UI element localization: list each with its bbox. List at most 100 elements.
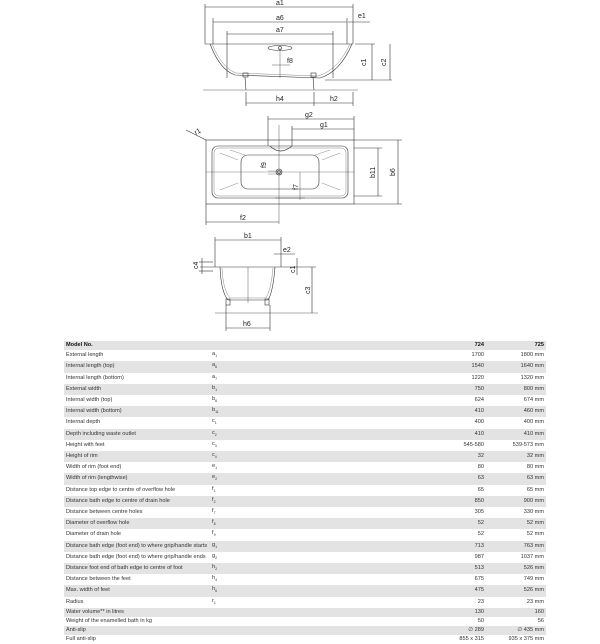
row-value-725: 65 mm — [486, 484, 546, 496]
symbol-subscript: 11 — [215, 410, 219, 415]
label-g2: g2 — [305, 112, 313, 119]
symbol-subscript: 6 — [215, 399, 218, 404]
symbol-subscript: 1 — [213, 488, 216, 493]
row-value-724: 32 — [274, 450, 486, 463]
row-value-725: ∅ 435 mm — [486, 625, 546, 636]
row-value-725: 1320 mm — [486, 372, 546, 384]
row-label: Full anti-slip — [64, 635, 210, 644]
row-symbol: a7 — [210, 372, 274, 384]
label-h6: h6 — [243, 321, 251, 328]
row-symbol — [210, 625, 274, 636]
row-label: Distance foot end of bath edge to centre… — [64, 562, 210, 575]
symbol-letter: a — [212, 362, 216, 369]
row-symbol — [210, 635, 274, 644]
label-b1: b1 — [244, 233, 252, 240]
row-value-724: 50 — [274, 616, 486, 626]
label-h2: h2 — [330, 96, 338, 103]
symbol-letter: f — [212, 496, 214, 503]
symbol-subscript: 6 — [215, 365, 218, 370]
label-e2: e2 — [283, 247, 291, 254]
row-label: External width — [64, 383, 210, 395]
row-label: Width of rim (lengthwise) — [64, 473, 210, 485]
symbol-letter: h — [212, 586, 216, 593]
label-a6: a6 — [276, 15, 284, 22]
row-symbol: g2 — [210, 551, 274, 563]
header-model-no: Model No. — [64, 341, 210, 351]
row-value-725: 526 mm — [486, 585, 546, 597]
header-model-724: 724 — [274, 341, 486, 351]
label-g1: g1 — [320, 122, 328, 129]
row-symbol: c2 — [210, 428, 274, 440]
row-value-725: 935 x 375 mm — [486, 635, 546, 644]
label-r1: r1 — [194, 128, 203, 137]
row-label: Internal width (top) — [64, 394, 210, 407]
symbol-subscript: 2 — [213, 499, 216, 504]
row-value-725: 1640 mm — [486, 361, 546, 373]
symbol-subscript: 4 — [214, 455, 217, 460]
row-label: Distance between the feet — [64, 574, 210, 586]
label-c1: c1 — [290, 266, 297, 274]
table-row: Distance top edge to centre of overflow … — [64, 484, 546, 496]
row-value-724: 855 x 315 — [274, 635, 486, 644]
symbol-letter: f — [212, 507, 214, 514]
row-label: Anti-slip — [64, 625, 210, 636]
symbol-letter: g — [212, 541, 216, 548]
row-value-724: 675 — [274, 574, 486, 586]
row-label: Diameter of drain hole — [64, 529, 210, 541]
label-c3: c3 — [305, 287, 312, 295]
end-view-drawing: b1 e2 c4 c1 c3 h6 — [193, 233, 318, 331]
row-value-724: 987 — [274, 551, 486, 563]
row-symbol — [210, 616, 274, 626]
row-symbol: a1 — [210, 350, 274, 362]
row-value-724: 475 — [274, 585, 486, 597]
row-value-724: 130 — [274, 607, 486, 617]
row-value-725: 52 mm — [486, 529, 546, 541]
symbol-letter: b — [212, 384, 216, 391]
row-symbol: f8 — [210, 518, 274, 530]
label-f9: f9 — [261, 162, 268, 168]
row-symbol: c4 — [210, 450, 274, 463]
symbol-letter: h — [212, 575, 216, 582]
label-f7: f7 — [293, 184, 300, 190]
row-value-725: 460 mm — [486, 406, 546, 418]
symbol-letter: c — [212, 418, 215, 425]
row-symbol: g1 — [210, 540, 274, 552]
symbol-subscript: 6 — [215, 589, 218, 594]
row-symbol: f9 — [210, 529, 274, 541]
symbol-subscript: 4 — [215, 578, 218, 583]
label-h4: h4 — [276, 96, 284, 103]
symbol-letter: f — [212, 485, 214, 492]
row-value-724: 23 — [274, 596, 486, 608]
symbol-letter: e — [212, 463, 216, 470]
header-model-725: 725 — [486, 341, 546, 351]
row-value-724: 624 — [274, 394, 486, 407]
row-symbol: b1 — [210, 383, 274, 395]
symbol-subscript: 8 — [213, 522, 216, 527]
row-value-725: 80 mm — [486, 462, 546, 474]
label-f2: f2 — [240, 215, 246, 222]
row-symbol — [210, 607, 274, 617]
row-value-725: 526 mm — [486, 562, 546, 575]
symbol-letter: h — [212, 563, 216, 570]
row-value-724: 400 — [274, 417, 486, 429]
row-value-724: 513 — [274, 562, 486, 575]
row-value-725: 23 mm — [486, 596, 546, 608]
row-value-725: 539-573 mm — [486, 439, 546, 451]
symbol-subscript: 9 — [213, 533, 216, 538]
row-symbol: h2 — [210, 562, 274, 575]
